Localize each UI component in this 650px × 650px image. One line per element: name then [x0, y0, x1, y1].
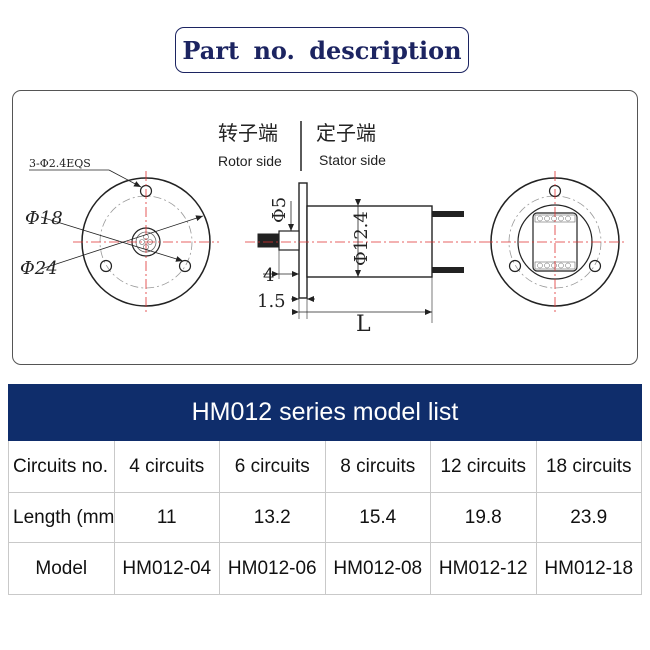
- page-title-box: Part no. description: [175, 27, 469, 73]
- row-label-circuits: Circuits no.: [8, 440, 115, 493]
- table-row: Model HM012-04 HM012-06 HM012-08 HM012-1…: [8, 542, 642, 595]
- table-cell: HM012-06: [219, 542, 326, 595]
- table-cell: 8 circuits: [324, 440, 431, 493]
- table-cell: HM012-12: [430, 542, 537, 595]
- pcd-dimension-label: Φ18: [25, 208, 63, 229]
- shaft-diameter-label: Φ5: [269, 197, 290, 223]
- technical-drawing-panel: 转子端 Rotor side 定子端 Stator side 3-Φ2.4: [12, 90, 638, 365]
- technical-drawing: 转子端 Rotor side 定子端 Stator side 3-Φ2.4: [20, 121, 627, 337]
- rotor-side-cn-label: 转子端: [218, 121, 278, 145]
- table-cell: 11: [113, 492, 220, 543]
- rotor-end-view: [29, 169, 219, 313]
- hole-spec-label: 3-Φ2.4EQS: [29, 157, 91, 170]
- table-cell: 23.9: [535, 492, 642, 543]
- table-cell: 13.2: [219, 492, 326, 543]
- stator-side-cn-label: 定子端: [316, 121, 376, 145]
- rotor-side-en-label: Rotor side: [218, 153, 282, 169]
- body-diameter-label: Φ12.4: [351, 211, 372, 266]
- table-row: Length (mm) 11 13.2 15.4 19.8 23.9: [8, 492, 642, 543]
- table-cell: 6 circuits: [219, 440, 326, 493]
- dimension-1-5-label: 1.5: [257, 291, 286, 312]
- dimension-4-label: 4: [263, 265, 274, 286]
- table-title-row: HM012 series model list: [8, 384, 642, 441]
- table-cell: 4 circuits: [113, 440, 220, 493]
- page-title: Part no. description: [182, 35, 462, 65]
- row-label-length: Length (mm): [8, 492, 115, 543]
- table-cell: HM012-18: [535, 542, 642, 595]
- stator-side-en-label: Stator side: [319, 152, 386, 168]
- table-cell: HM012-08: [324, 542, 431, 595]
- length-label: L: [356, 312, 371, 337]
- table-cell: 19.8: [430, 492, 537, 543]
- row-label-model: Model: [8, 542, 115, 595]
- table-cell: HM012-04: [113, 542, 220, 595]
- stator-end-view: [483, 171, 627, 313]
- table-cell: 18 circuits: [535, 440, 642, 493]
- outer-diameter-label: Φ24: [20, 258, 58, 279]
- table-title: HM012 series model list: [8, 384, 642, 441]
- model-list-table: HM012 series model list Circuits no. 4 c…: [8, 384, 642, 595]
- side-elevation-view: [245, 182, 483, 323]
- table-row: Circuits no. 4 circuits 6 circuits 8 cir…: [8, 440, 642, 493]
- table-cell: 15.4: [324, 492, 431, 543]
- table-cell: 12 circuits: [430, 440, 537, 493]
